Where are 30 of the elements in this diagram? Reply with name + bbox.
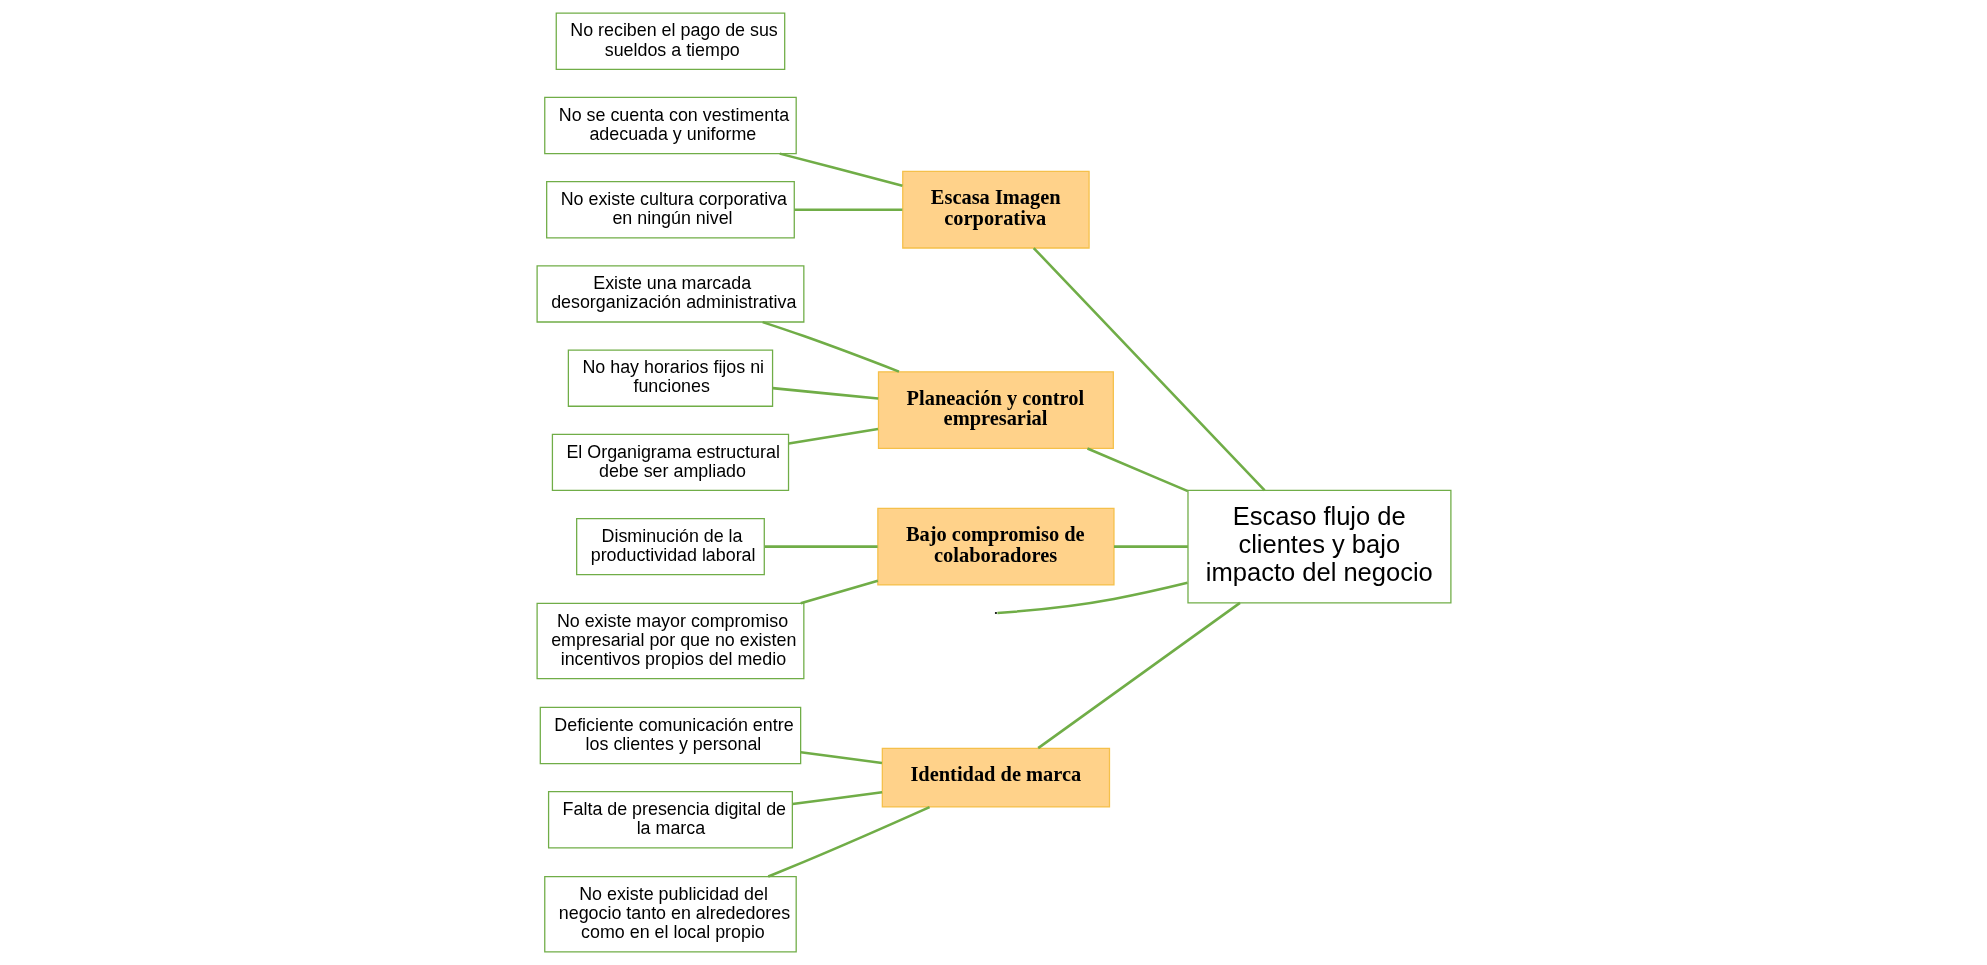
node-box: No existe mayor compromiso empresarial por que no existen incentivos propios del medio (535, 602, 804, 680)
node-box: No se cuenta con vestimenta adecuada y uniforme (543, 96, 797, 155)
connector (791, 791, 882, 806)
node-box: Disminución de la productividad laboral (575, 517, 765, 576)
node-box: No reciben el pago de sus sueldos a tiempo (555, 12, 785, 70)
node-box: Falta de presencia digital de la marca (547, 791, 793, 849)
connector (771, 386, 878, 400)
node-box: Escaso flujo de clientes y bajo impacto del negocio (1186, 489, 1452, 604)
node-box: Escasa Imagen corporativa (901, 170, 1090, 249)
connector (767, 805, 930, 878)
connector (1036, 601, 1241, 750)
node-box: No hay horarios fijos ni funciones (567, 349, 773, 407)
connector (778, 152, 903, 187)
connector (800, 751, 882, 765)
node-box: Existe una marcada desorganización administrativa (535, 265, 804, 323)
connector (1032, 247, 1266, 492)
connector (799, 579, 878, 605)
connector (996, 581, 1188, 615)
node-box: Planeación y control empresarial (877, 371, 1114, 449)
connector (788, 427, 878, 445)
connector (1086, 447, 1188, 493)
node-box: No existe publicidad del negocio tanto en alrededores como en el local propio (543, 875, 797, 953)
connector (764, 545, 878, 548)
node-box: Bajo compromiso de colaboradores (876, 507, 1115, 586)
node-box: Deficiente comunicación entre los clientes y personal (539, 706, 801, 765)
node-box: El Organigrama estructural debe ser ampliado (551, 433, 789, 492)
connector (793, 208, 902, 211)
node-box: No existe cultura corporativa en ningún nivel (545, 181, 795, 239)
node-box: Identidad de marca (881, 747, 1110, 808)
connector (1113, 545, 1188, 548)
